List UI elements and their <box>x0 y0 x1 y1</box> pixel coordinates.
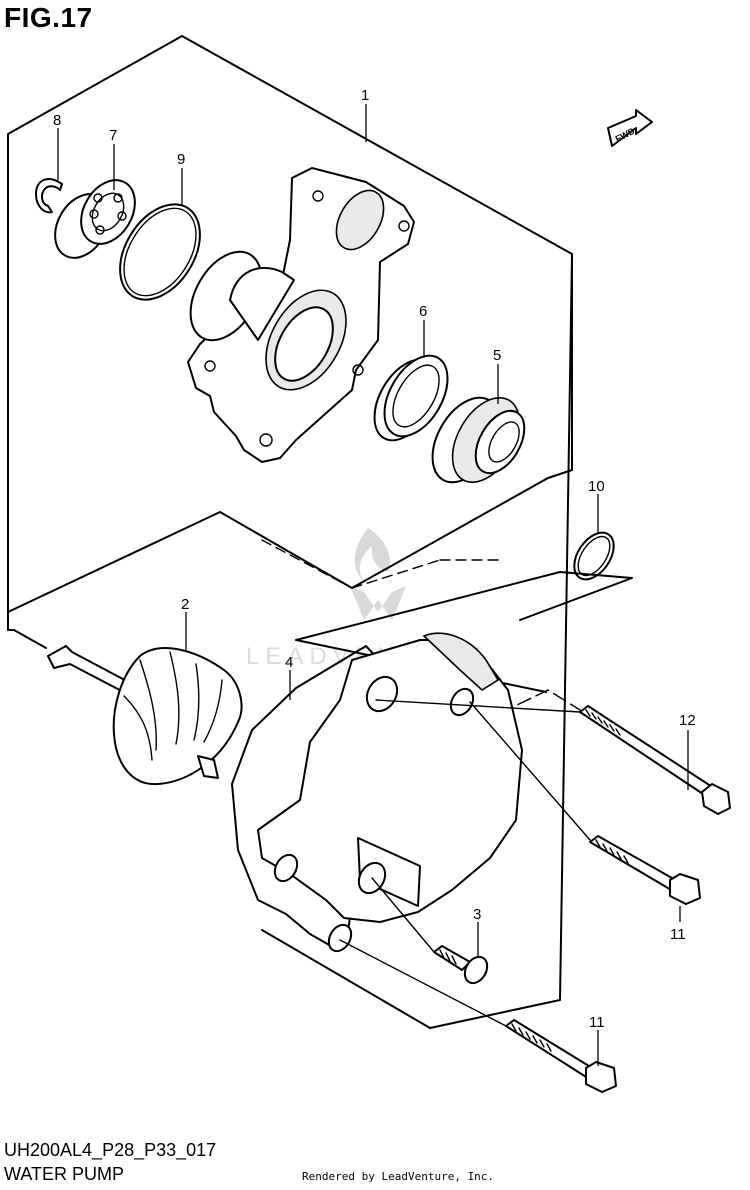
bolt-axis-line <box>339 699 591 1027</box>
callout-6: 6 <box>419 303 427 320</box>
mechanical-seal-part <box>431 396 526 484</box>
callout-labels: 1 2 3 4 5 6 7 8 9 10 11 11 12 <box>53 87 696 1031</box>
flame-logo-icon <box>350 528 406 620</box>
circlip-part <box>35 178 63 214</box>
pump-cover-part <box>257 632 523 953</box>
leader-lines <box>57 104 689 1066</box>
bolt-medium-part <box>505 1019 617 1093</box>
callout-10: 10 <box>588 478 605 495</box>
callout-4: 4 <box>285 654 293 671</box>
o-ring-small-part <box>573 531 615 581</box>
pump-housing-part <box>187 167 415 463</box>
alignment-line <box>261 539 501 589</box>
callout-5: 5 <box>493 347 501 364</box>
callout-1: 1 <box>361 87 369 104</box>
impeller-part <box>47 645 243 786</box>
bearing-part <box>54 179 136 259</box>
figure-title: FIG.17 <box>4 2 93 33</box>
fwd-arrow-icon: FWD <box>607 109 653 147</box>
callout-11-upper: 11 <box>670 926 686 943</box>
callout-3: 3 <box>473 906 481 923</box>
render-credit: Rendered by LeadVenture, Inc. <box>302 1170 495 1183</box>
callout-8: 8 <box>53 112 61 129</box>
upper-group-frame <box>7 35 573 613</box>
bolt-long-part <box>579 705 731 815</box>
callout-2: 2 <box>181 596 189 613</box>
o-ring-large-part <box>119 203 201 301</box>
callout-11-lower: 11 <box>589 1014 605 1031</box>
bolt-medium-part <box>589 835 701 905</box>
oil-seal-part <box>373 354 449 442</box>
model-code: UH200AL4_P28_P33_017 <box>4 1140 217 1160</box>
section-name: WATER PUMP <box>4 1164 124 1184</box>
callout-7: 7 <box>109 127 117 144</box>
callout-9: 9 <box>177 151 185 168</box>
callout-12: 12 <box>679 712 696 729</box>
bolt-short-part <box>433 945 489 985</box>
